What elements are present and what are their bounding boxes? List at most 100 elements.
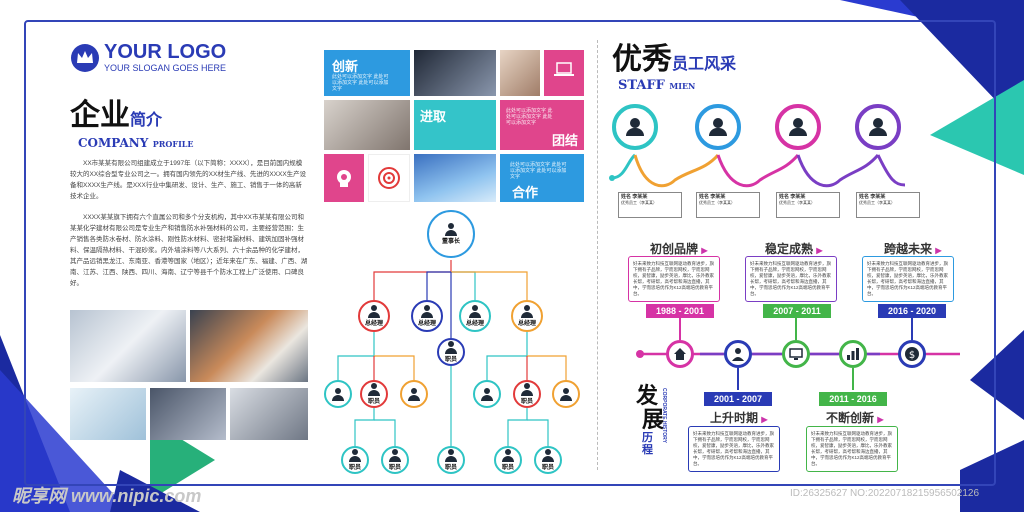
person-icon [469,305,481,318]
staff-card-role: 优秀员工（李某某） [699,200,735,205]
person-icon [542,449,554,462]
staff-title-main: 优秀 [612,42,672,77]
timeline-node-dollar: $ [898,340,926,368]
org-node-label: 职员 [501,464,514,471]
company-para-2: XXXX某某旗下拥有六个直属公司和多个分支机构，其中XX市某某有限公司和某某化学… [70,214,308,287]
year-badge-5: 2011 - 2016 [819,392,887,406]
photo-building [414,154,496,202]
org-node-staff [400,380,428,408]
staff-card-name: 姓名 李某某 [859,194,886,200]
staff-card-3: 姓名 李某某 优秀员工（李某某） [776,192,840,218]
org-node-staff: 职员 [534,446,562,474]
staff-card-name: 姓名 李某某 [779,194,806,200]
org-node-label: 职员 [520,398,533,405]
timeline-node-chart [839,340,867,368]
person-icon [445,341,457,354]
tile-target [368,154,410,202]
company-subtitle: COMPANY PROFILE [78,134,194,152]
photo-team-1 [500,50,540,96]
history-title-c: 历程 [642,432,653,456]
person-icon [521,305,533,318]
org-node-gm: 总经理 [459,300,491,332]
tile-laptop [544,50,584,96]
person-icon [626,118,644,136]
phase-title-text: 上升时期 [710,411,759,425]
person-icon [521,383,533,396]
company-subtitle-small: PROFILE [152,139,194,149]
phase-title-5: 不断创新 ▶ [826,409,884,426]
phase-box-2: 好未来致力科技互联网驱动教育进步，旗下拥有子品牌，学而思网校，学而思网校，爱智康… [745,256,837,302]
person-icon [481,388,493,401]
tile-innovate-text: 此处可以添加文字 此处可以添加文字 此处可以添加文字 [332,74,389,92]
org-node-staff: 职员 [437,446,465,474]
year-badge-4: 2001 - 2007 [704,392,772,406]
staff-card-role: 优秀员工（李某某） [621,200,657,205]
person-icon [421,305,433,318]
org-node-label: 职员 [367,398,380,405]
person-icon [368,383,380,396]
history-title-a: 发 [636,383,659,409]
staff-title-secondary: 员工风采 [672,56,737,73]
org-node-staff: 职员 [494,446,522,474]
staff-card-2: 姓名 李某某 优秀员工（李某某） [696,192,760,218]
org-node-label: 职员 [444,464,457,471]
tile-progress-label: 进取 [420,109,447,124]
year-badge-3: 2016 - 2020 [878,304,946,318]
person-icon [389,449,401,462]
year-badge-2: 2007 - 2011 [763,304,831,318]
staff-avatar-4 [855,104,901,150]
org-node-label: 总经理 [517,320,536,327]
phase-title-2: 稳定成熟 ▶ [765,240,823,257]
phase-title-3: 跨越未来 ▶ [884,240,942,257]
svg-text:$: $ [909,350,915,361]
tile-brain [324,154,364,202]
tile-cooperate-label: 合作 [512,185,539,200]
phase-box-4: 好未来致力科技互联网驱动教育进步，旗下拥有子品牌，学而思网校，学而思网校，爱智康… [688,426,780,472]
org-node-label: 总经理 [364,320,383,327]
timeline-node-home [666,340,694,368]
staff-card-name: 姓名 李某某 [699,194,726,200]
person-icon [732,348,744,361]
phase-title-1: 初创品牌 ▶ [650,240,708,257]
triangle-right-icon: ▶ [761,415,768,424]
tile-unity: 此处可以添加文字 此处可以添加文字 此处可以添加文字 团结 [500,100,584,150]
history-title-b: 展 [642,407,665,433]
person-icon [368,305,380,318]
org-node-staff: 职员 [437,338,465,366]
tile-unity-label: 团结 [552,133,579,148]
company-para-1: XX市某某有限公司组建成立于1997年（以下简称：XXXX），是目前国内规模较大… [70,160,307,200]
home-icon [674,348,686,360]
history-title: 发 展 历程 [636,384,666,456]
org-node-staff: 职员 [341,446,369,474]
staff-subtitle: STAFF MIEN [618,76,695,94]
tile-cooperate: 此处可以添加文字 此处可以添加文字 此处可以添加文字 合作 [500,154,584,202]
triangle-right-icon: ▶ [877,415,884,424]
org-node-staff [473,380,501,408]
phase-box-1: 好未来致力科技互联网驱动教育进步，旗下拥有子品牌，学而思网校，学而思网校，爱智康… [628,256,720,302]
org-node-staff: 职员 [360,380,388,408]
org-node-label: 职员 [348,464,361,471]
staff-card-role: 优秀员工（李某某） [779,200,815,205]
photo-tablet [70,310,186,382]
phase-box-5: 好未来致力科技互联网驱动教育进步，旗下拥有子品牌，学而思网校，学而思网校，爱智康… [806,426,898,472]
person-icon [709,118,727,136]
person-icon [349,449,361,462]
person-icon [332,388,344,401]
timeline-node-person [724,340,752,368]
company-title-secondary: 简介 [130,112,163,129]
tile-cooperate-text: 此处可以添加文字 此处可以添加文字 此处可以添加文字 [510,162,567,180]
tile-innovate-label: 创新 [332,59,359,74]
content-frame [24,20,996,486]
person-icon [869,118,887,136]
org-node-label: 职员 [541,464,554,471]
laptop-icon [554,62,574,76]
photo-team-2 [324,100,410,150]
phase-box-3: 好未来致力科技互联网驱动教育进步，旗下拥有子品牌，学而思网校，学而思网校，爱智康… [862,256,954,302]
photo-desk [230,388,308,440]
triangle-right-icon: ▶ [935,246,942,255]
company-title-main: 企业 [70,98,130,133]
staff-card-role: 优秀员工（李某某） [859,200,895,205]
person-icon [445,449,457,462]
staff-avatar-2 [695,104,741,150]
dollar-icon: $ [905,347,919,361]
